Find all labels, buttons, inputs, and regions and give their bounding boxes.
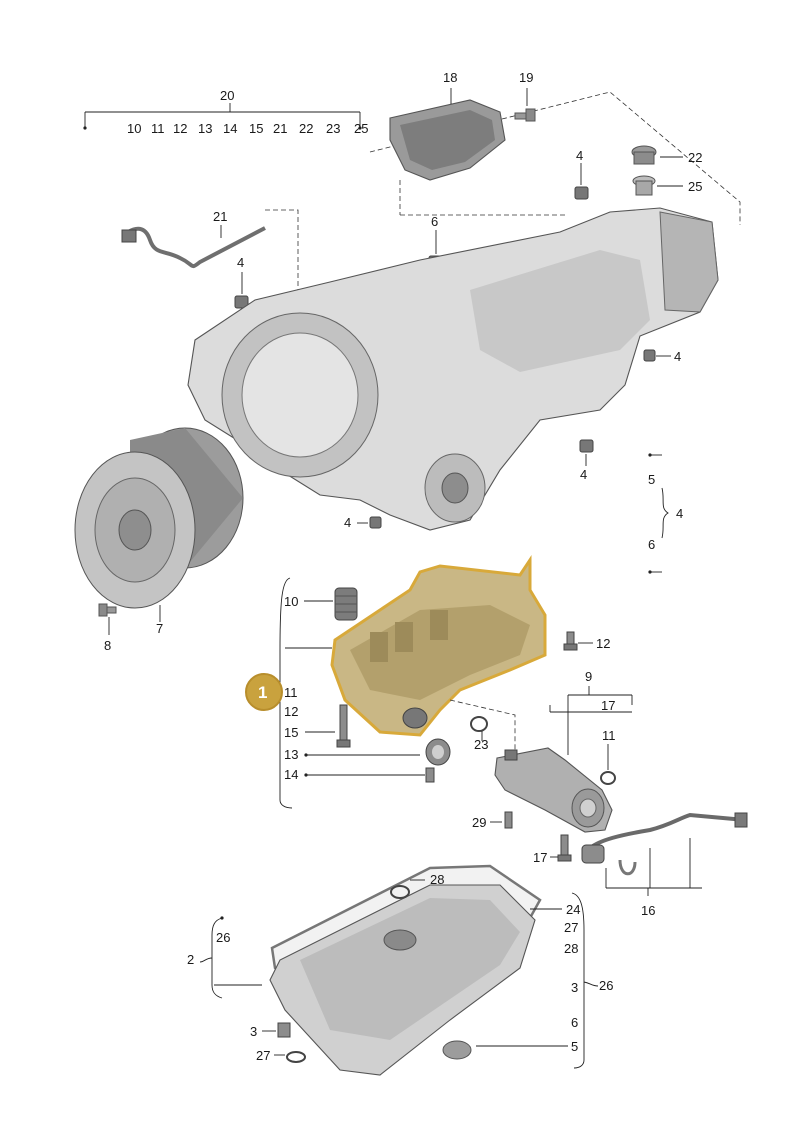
label-row20-11[interactable]: 11 bbox=[151, 121, 165, 136]
part-9-pump-module[interactable] bbox=[494, 747, 613, 833]
label-m29[interactable]: 29 bbox=[472, 815, 486, 830]
label-row20-12[interactable]: 12 bbox=[173, 121, 187, 136]
group-20-callout: 20 10 11 12 13 14 15 21 22 23 25 bbox=[83, 88, 368, 136]
label-row20-21[interactable]: 21 bbox=[273, 121, 287, 136]
selected-callout-number: 1 bbox=[258, 683, 267, 702]
part-8-bolt[interactable]: 8 bbox=[98, 603, 117, 653]
part-25-seal[interactable]: 25 bbox=[632, 175, 702, 196]
label-s27b[interactable]: 27 bbox=[256, 1048, 270, 1063]
label-4a[interactable]: 4 bbox=[237, 255, 244, 270]
label-row20-22[interactable]: 22 bbox=[299, 121, 313, 136]
label-s27[interactable]: 27 bbox=[564, 920, 578, 935]
label-s26r[interactable]: 26 bbox=[599, 978, 613, 993]
label-m9[interactable]: 9 bbox=[585, 669, 592, 684]
label-row20-15[interactable]: 15 bbox=[249, 121, 263, 136]
label-19[interactable]: 19 bbox=[519, 70, 533, 85]
label-m11[interactable]: 11 bbox=[602, 728, 616, 743]
label-4c[interactable]: 4 bbox=[674, 349, 681, 364]
label-25[interactable]: 25 bbox=[688, 179, 702, 194]
label-m16[interactable]: 16 bbox=[641, 903, 655, 918]
label-22[interactable]: 22 bbox=[688, 150, 702, 165]
label-m17[interactable]: 17 bbox=[601, 698, 615, 713]
label-s3[interactable]: 3 bbox=[571, 980, 578, 995]
valve-body-bracket bbox=[279, 577, 332, 809]
valve-to-module-dashed bbox=[449, 699, 516, 760]
part-12-bolt[interactable]: 12 bbox=[563, 631, 610, 651]
label-s2[interactable]: 2 bbox=[187, 952, 194, 967]
label-v10[interactable]: 10 bbox=[284, 594, 298, 609]
part-13-holder[interactable]: 13 bbox=[284, 738, 451, 766]
label-4b[interactable]: 4 bbox=[576, 148, 583, 163]
group-9-callout: 9 17 bbox=[549, 669, 633, 755]
part-17-bolt[interactable]: 17 bbox=[533, 834, 572, 865]
label-21[interactable]: 21 bbox=[213, 209, 227, 224]
selected-callout-badge[interactable]: 1 bbox=[245, 673, 283, 711]
label-g5[interactable]: 5 bbox=[648, 472, 655, 487]
part-10-filter[interactable]: 10 bbox=[284, 587, 358, 621]
label-row20-14[interactable]: 14 bbox=[223, 121, 237, 136]
label-row20-13[interactable]: 13 bbox=[198, 121, 212, 136]
label-6a[interactable]: 6 bbox=[431, 214, 438, 229]
transmission-housing[interactable] bbox=[187, 207, 719, 531]
label-s6[interactable]: 6 bbox=[571, 1015, 578, 1030]
oil-pan-right-bracket: 24 27 28 3 26 6 5 bbox=[476, 892, 613, 1069]
label-s24[interactable]: 24 bbox=[566, 902, 580, 917]
part-22-plug[interactable]: 22 bbox=[631, 145, 702, 165]
label-s26l[interactable]: 26 bbox=[216, 930, 230, 945]
part-7-torque-converter[interactable]: 7 bbox=[74, 427, 244, 636]
part-4-plug-lower-right[interactable]: 4 bbox=[579, 439, 594, 482]
label-v15[interactable]: 15 bbox=[284, 725, 298, 740]
part-29-bolt[interactable]: 29 bbox=[472, 811, 513, 830]
label-s3b[interactable]: 3 bbox=[250, 1024, 257, 1039]
label-row20-25[interactable]: 25 bbox=[354, 121, 368, 136]
label-row20-23[interactable]: 23 bbox=[326, 121, 340, 136]
label-20[interactable]: 20 bbox=[220, 88, 234, 103]
label-v11[interactable]: 11 bbox=[284, 685, 298, 700]
label-v23[interactable]: 23 bbox=[474, 737, 488, 752]
part-3-bolt[interactable]: 3 bbox=[250, 1022, 291, 1039]
part-15-bolt[interactable]: 15 bbox=[284, 704, 351, 748]
label-v12[interactable]: 12 bbox=[284, 704, 298, 719]
label-7[interactable]: 7 bbox=[156, 621, 163, 636]
part-4-plug-bottom[interactable]: 4 bbox=[344, 515, 382, 530]
part-4-plug-right[interactable]: 4 bbox=[643, 349, 681, 364]
part-21-line[interactable]: 21 bbox=[121, 209, 299, 290]
label-v14[interactable]: 14 bbox=[284, 767, 298, 782]
group-4-bracket: 5 4 6 bbox=[648, 453, 683, 574]
label-m17b[interactable]: 17 bbox=[533, 850, 547, 865]
part-5-drain-plug[interactable] bbox=[442, 1040, 472, 1060]
label-18[interactable]: 18 bbox=[443, 70, 457, 85]
label-row20-10[interactable]: 10 bbox=[127, 121, 141, 136]
label-s5[interactable]: 5 bbox=[571, 1039, 578, 1054]
part-1-valve-body[interactable] bbox=[330, 555, 547, 737]
part-23-o-ring[interactable]: 23 bbox=[470, 716, 488, 752]
label-s28[interactable]: 28 bbox=[430, 872, 444, 887]
part-11-o-ring[interactable]: 11 bbox=[600, 728, 616, 785]
part-16-harness[interactable]: 16 bbox=[581, 812, 748, 918]
label-v13[interactable]: 13 bbox=[284, 747, 298, 762]
part-oil-pan[interactable] bbox=[269, 884, 536, 1076]
part-4-plug-upper-left[interactable]: 4 bbox=[234, 255, 249, 309]
oil-pan-left-bracket: 26 2 bbox=[187, 916, 262, 999]
label-s28b[interactable]: 28 bbox=[564, 941, 578, 956]
part-19-bolt[interactable]: 19 bbox=[514, 70, 536, 122]
part-28-o-ring[interactable]: 28 bbox=[390, 872, 444, 899]
part-18-cover[interactable]: 18 bbox=[389, 70, 506, 181]
label-g4[interactable]: 4 bbox=[676, 506, 683, 521]
label-g6[interactable]: 6 bbox=[648, 537, 655, 552]
part-4-plug-upper-right[interactable]: 4 bbox=[574, 148, 589, 200]
label-4d[interactable]: 4 bbox=[580, 467, 587, 482]
label-4e[interactable]: 4 bbox=[344, 515, 351, 530]
part-14-screw[interactable]: 14 bbox=[284, 767, 435, 783]
label-8[interactable]: 8 bbox=[104, 638, 111, 653]
label-v12r[interactable]: 12 bbox=[596, 636, 610, 651]
part-27-o-ring[interactable]: 27 bbox=[256, 1048, 306, 1063]
